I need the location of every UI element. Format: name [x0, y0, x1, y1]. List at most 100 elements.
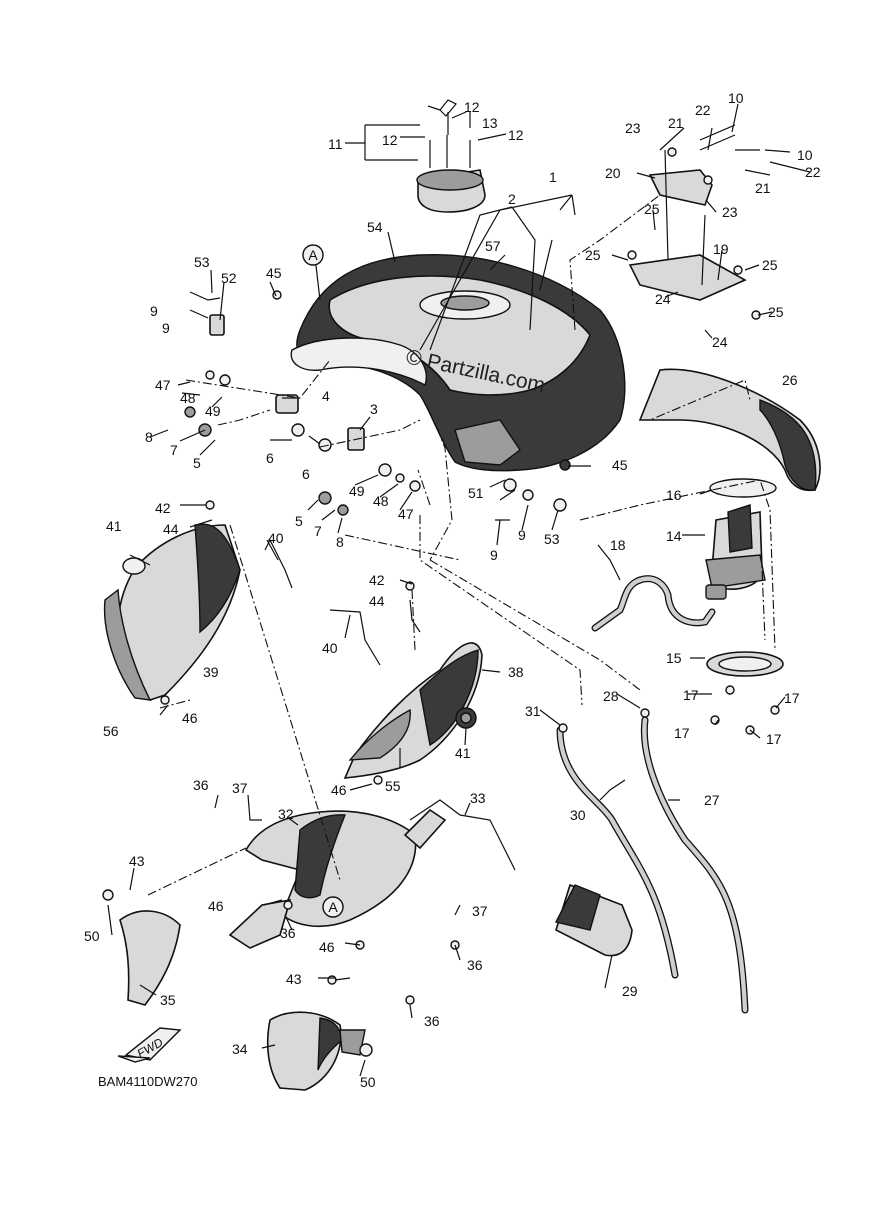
callout[interactable]: 16 — [666, 487, 682, 503]
callout[interactable]: 9 — [490, 547, 498, 563]
callout[interactable]: 24 — [712, 334, 728, 350]
callout[interactable]: 33 — [470, 790, 486, 806]
callout[interactable]: 11 — [328, 136, 343, 152]
fuel-tank[interactable] — [290, 253, 626, 472]
callout[interactable]: 25 — [644, 201, 660, 217]
lower-shroud[interactable] — [228, 810, 417, 949]
callout[interactable]: 44 — [163, 521, 179, 537]
callout[interactable]: 52 — [221, 270, 237, 286]
callout[interactable]: 45 — [612, 457, 628, 473]
callout[interactable]: 36 — [193, 777, 209, 793]
callout[interactable]: 35 — [160, 992, 176, 1008]
callout[interactable]: 20 — [605, 165, 621, 181]
callout[interactable]: 4 — [322, 388, 330, 404]
front-cowl[interactable] — [266, 1011, 366, 1091]
callout[interactable]: 7 — [170, 442, 178, 458]
callout[interactable]: 23 — [625, 120, 641, 136]
callout[interactable]: 53 — [194, 254, 210, 270]
callout[interactable]: 9 — [162, 320, 170, 336]
callout[interactable]: 25 — [585, 247, 601, 263]
left-tank-cover[interactable] — [103, 523, 241, 701]
callout[interactable]: 12 — [382, 132, 398, 148]
callout[interactable]: 1 — [549, 169, 557, 185]
callout[interactable]: 57 — [485, 238, 501, 254]
callout[interactable]: 36 — [280, 925, 296, 941]
callout[interactable]: 10 — [797, 147, 813, 163]
callout[interactable]: 22 — [805, 164, 821, 180]
callout[interactable]: 46 — [319, 939, 335, 955]
callout[interactable]: 42 — [369, 572, 385, 588]
callout[interactable]: 21 — [755, 180, 771, 196]
callout[interactable]: 6 — [302, 466, 310, 482]
callout[interactable]: 40 — [268, 530, 284, 546]
callout[interactable]: 28 — [603, 688, 619, 704]
callout[interactable]: 34 — [232, 1041, 248, 1057]
callout[interactable]: 43 — [129, 853, 145, 869]
callout[interactable]: 15 — [666, 650, 682, 666]
callout[interactable]: 30 — [570, 807, 586, 823]
callout[interactable]: 41 — [455, 745, 471, 761]
callout[interactable]: 49 — [349, 483, 365, 499]
callout[interactable]: 5 — [193, 455, 201, 471]
callout[interactable]: 37 — [232, 780, 248, 796]
fuel-hose[interactable] — [591, 575, 716, 632]
callout[interactable]: 19 — [713, 241, 729, 257]
callout[interactable]: 54 — [367, 219, 383, 235]
callout[interactable]: 49 — [205, 403, 221, 419]
callout[interactable]: 17 — [674, 725, 690, 741]
shroud-bracket[interactable] — [403, 799, 516, 871]
callout[interactable]: 2 — [508, 191, 516, 207]
callout[interactable]: 17 — [683, 687, 699, 703]
callout[interactable]: 29 — [622, 983, 638, 999]
callout[interactable]: 56 — [103, 723, 119, 739]
canister-bracket[interactable] — [554, 883, 633, 957]
callout[interactable]: 14 — [666, 528, 682, 544]
tank-bracket[interactable] — [627, 124, 761, 320]
callout[interactable]: 13 — [482, 115, 498, 131]
callout[interactable]: 36 — [424, 1013, 440, 1029]
callout[interactable]: 26 — [782, 372, 798, 388]
callout[interactable]: 39 — [203, 664, 219, 680]
callout[interactable]: 38 — [508, 664, 524, 680]
side-cover[interactable] — [638, 368, 821, 492]
callout[interactable]: 3 — [370, 401, 378, 417]
callout[interactable]: 46 — [208, 898, 224, 914]
callout[interactable]: 10 — [728, 90, 744, 106]
callout[interactable]: 32 — [278, 806, 294, 822]
callout[interactable]: 8 — [145, 429, 153, 445]
callout[interactable]: 55 — [385, 778, 401, 794]
callout[interactable]: 6 — [266, 450, 274, 466]
front-side-panel[interactable] — [119, 910, 181, 1006]
callout[interactable]: 45 — [266, 265, 282, 281]
callout[interactable]: 37 — [472, 903, 488, 919]
drain-hose[interactable] — [556, 726, 679, 979]
fuel-cap[interactable] — [416, 99, 486, 213]
callout[interactable]: 9 — [518, 527, 526, 543]
callout[interactable]: 18 — [610, 537, 626, 553]
callout[interactable]: 7 — [314, 523, 322, 539]
callout[interactable]: 40 — [322, 640, 338, 656]
callout[interactable]: 17 — [784, 690, 800, 706]
callout[interactable]: 46 — [331, 782, 347, 798]
callout[interactable]: 22 — [695, 102, 711, 118]
callout[interactable]: 41 — [106, 518, 122, 534]
callout[interactable]: 42 — [155, 500, 171, 516]
callout[interactable]: 44 — [369, 593, 385, 609]
callout[interactable]: 50 — [360, 1074, 376, 1090]
right-tank-cover[interactable] — [343, 642, 483, 779]
callout[interactable]: 9 — [150, 303, 158, 319]
callout[interactable]: 23 — [722, 204, 738, 220]
callout[interactable]: 12 — [464, 99, 480, 115]
callout[interactable]: 25 — [762, 257, 778, 273]
callout[interactable]: 27 — [704, 792, 720, 808]
callout[interactable]: 51 — [468, 485, 484, 501]
callout[interactable]: 47 — [155, 377, 171, 393]
callout[interactable]: 17 — [766, 731, 782, 747]
callout[interactable]: 48 — [373, 493, 389, 509]
callout[interactable]: 25 — [768, 304, 784, 320]
callout[interactable]: 5 — [295, 513, 303, 529]
callout[interactable]: 50 — [84, 928, 100, 944]
callout[interactable]: 43 — [286, 971, 302, 987]
callout[interactable]: 36 — [467, 957, 483, 973]
breather-hose[interactable] — [640, 716, 749, 1014]
